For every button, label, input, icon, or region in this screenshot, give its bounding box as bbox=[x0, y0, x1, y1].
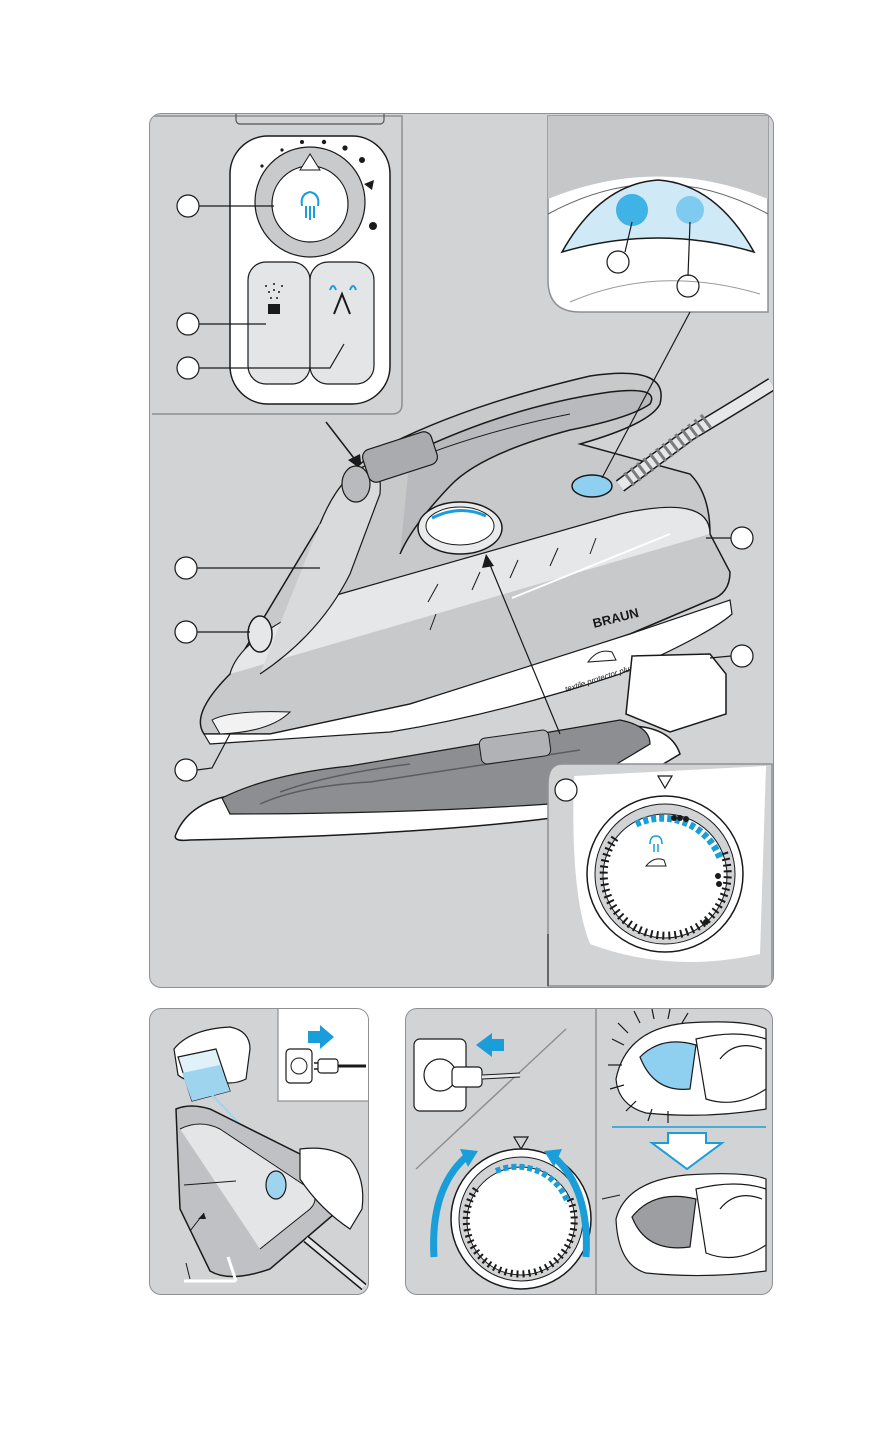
overview-panel: BRAUN textile protector plus bbox=[149, 113, 774, 988]
triangle-marker-icon bbox=[514, 1137, 528, 1149]
steam-dial bbox=[272, 166, 348, 242]
overview-illustration: BRAUN textile protector plus bbox=[150, 114, 773, 987]
filler-opening bbox=[248, 616, 272, 652]
temperature-dial-inset bbox=[548, 764, 772, 986]
temperature-panel bbox=[405, 1008, 773, 1295]
lights-inset bbox=[548, 116, 768, 312]
temperature-illustration bbox=[406, 1009, 772, 1294]
socket-icon bbox=[286, 1049, 312, 1083]
plug-icon bbox=[452, 1067, 520, 1087]
down-arrow-icon bbox=[652, 1133, 722, 1169]
cord-storage bbox=[626, 654, 726, 732]
ready-light-icon bbox=[676, 196, 704, 224]
arrow-left-icon bbox=[476, 1033, 504, 1057]
filling-panel bbox=[149, 1008, 369, 1295]
buttons-inset bbox=[152, 114, 402, 414]
filling-illustration bbox=[150, 1009, 368, 1294]
temperature-light-icon bbox=[616, 194, 648, 226]
spray-button[interactable] bbox=[248, 262, 310, 384]
shot-button[interactable] bbox=[310, 262, 374, 384]
cord-light bbox=[572, 475, 612, 497]
